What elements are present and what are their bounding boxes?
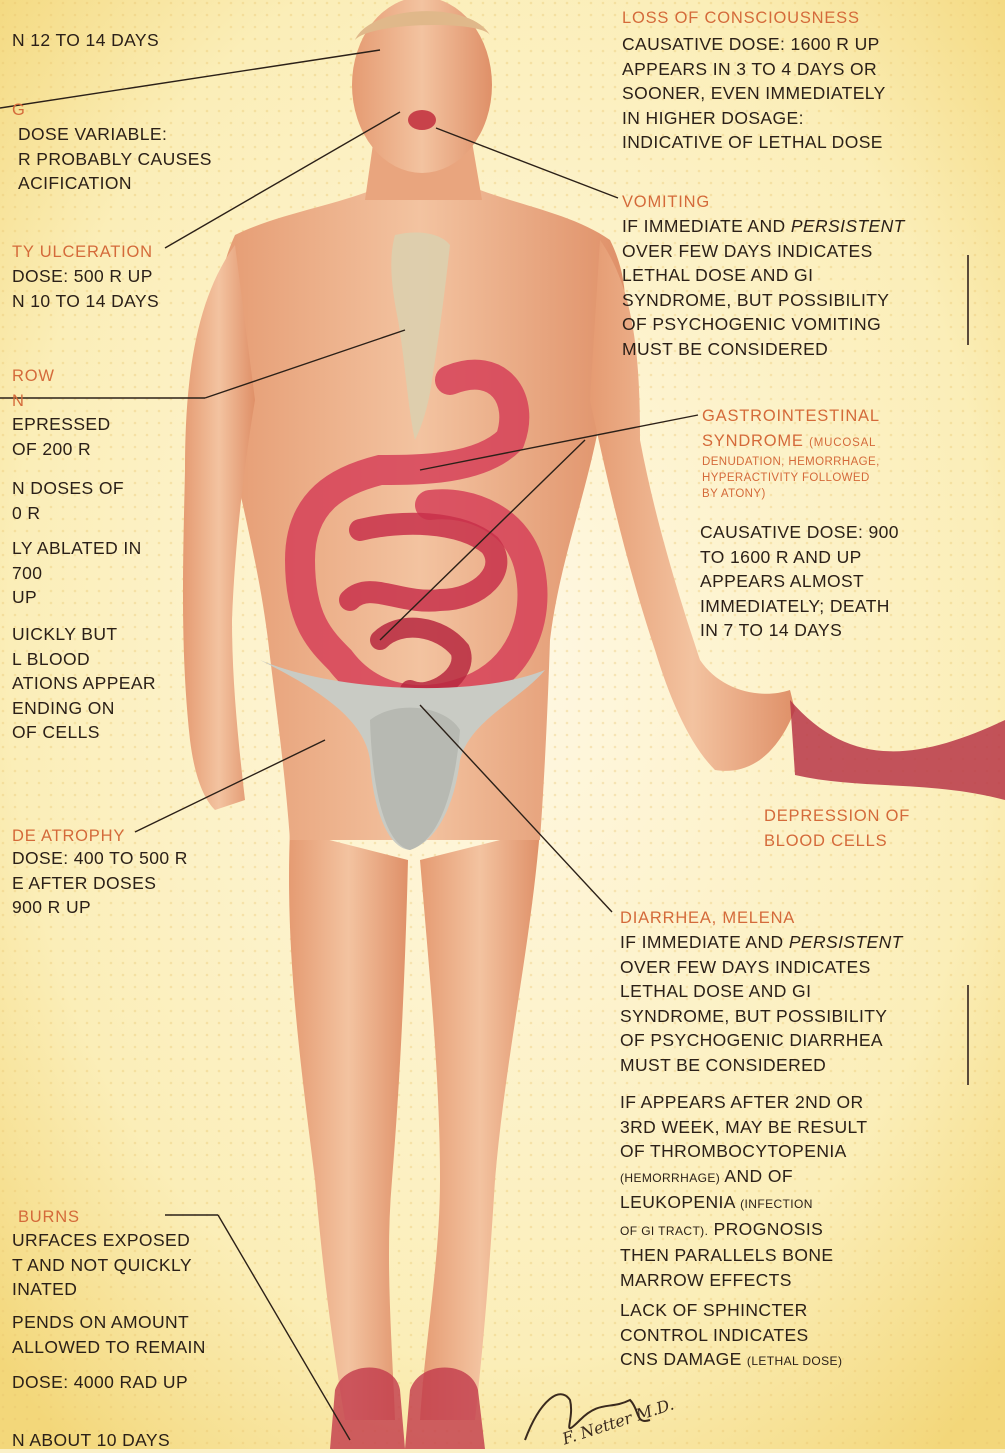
gi-syndrome-detail: DENUDATION, HEMORRHAGE,HYPERACTIVITY FOL… xyxy=(702,454,880,502)
diarrhea-label: DIARRHEA, MELENA xyxy=(620,906,795,931)
vomiting-label: VOMITING xyxy=(622,190,710,215)
gi-syndrome-label: GASTROINTESTINAL SYNDROME (MUCOSAL xyxy=(702,404,880,453)
left-label-5: DE ATROPHY xyxy=(12,824,125,849)
loss-of-consciousness-label: LOSS OF CONSCIOUSNESS xyxy=(622,6,860,31)
left-note-6c: DOSE: 4000 RAD UP xyxy=(12,1370,188,1395)
diarrhea-text: IF IMMEDIATE AND PERSISTENT OVER FEW DAY… xyxy=(620,930,903,1077)
left-note-1: N 12 TO 14 DAYS xyxy=(12,28,159,53)
left-label-3: TY ULCERATION xyxy=(12,240,153,265)
left-label-6: BURNS xyxy=(18,1205,80,1230)
left-label-2: G xyxy=(12,98,26,123)
vomiting-text: IF IMMEDIATE AND PERSISTENT OVER FEW DAY… xyxy=(622,214,905,361)
